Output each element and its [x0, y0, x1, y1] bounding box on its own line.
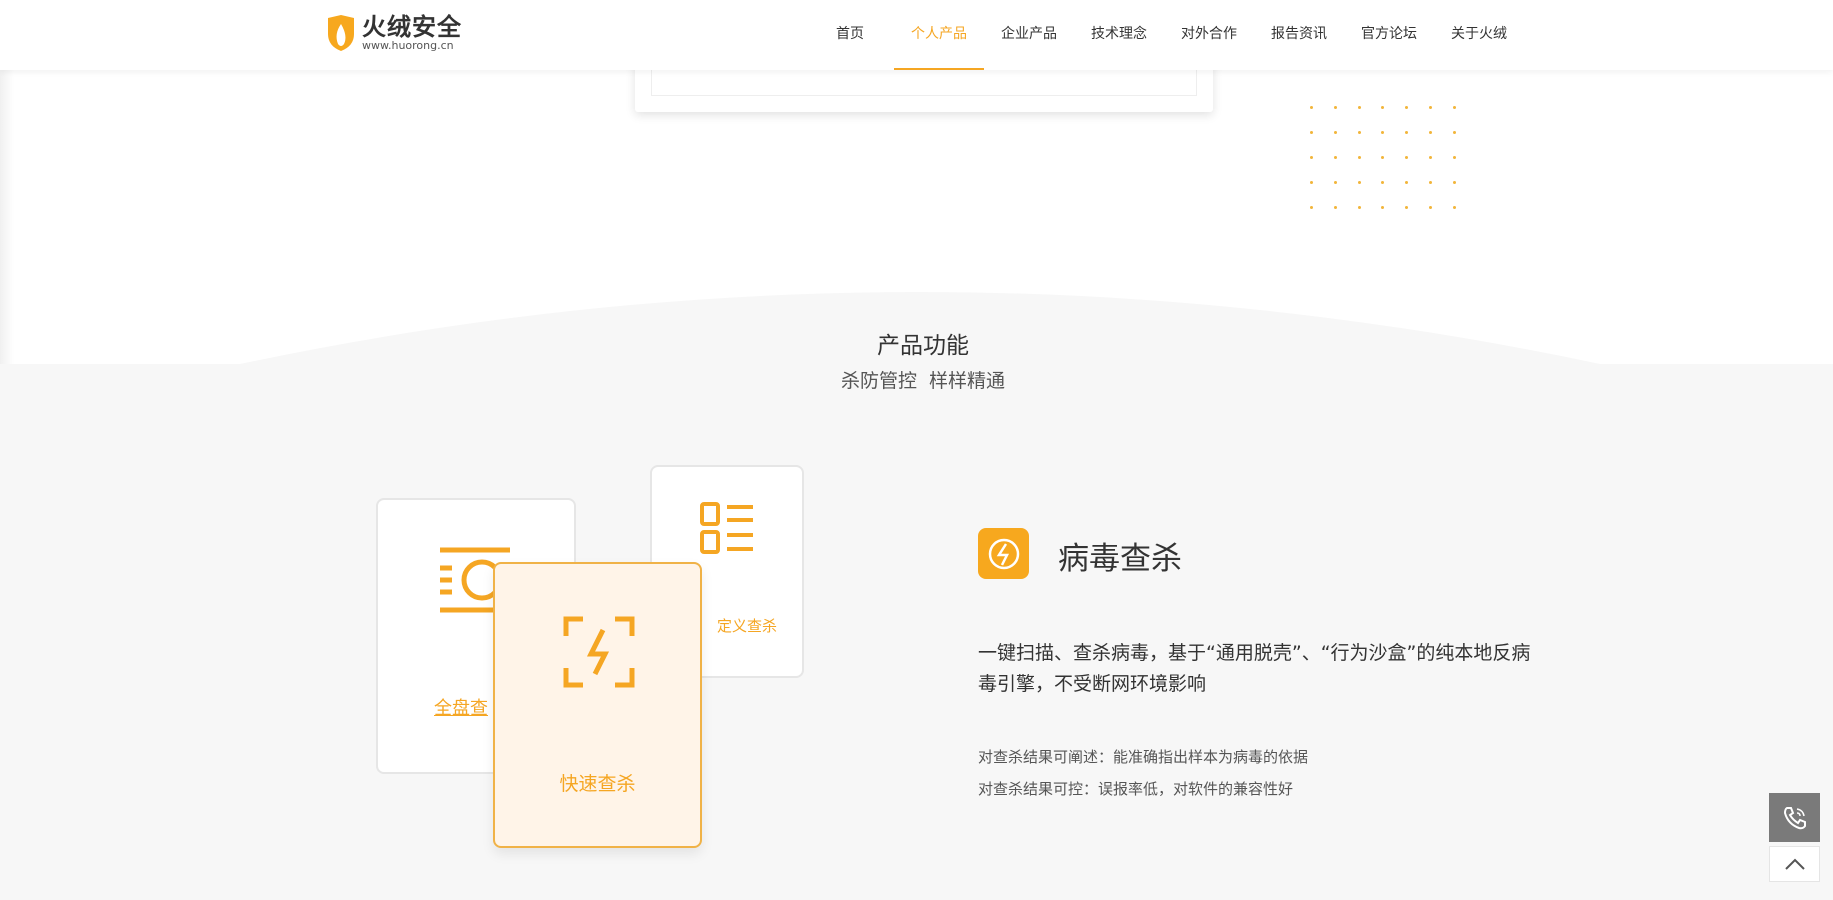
card-quick-scan[interactable]: 快速查杀 — [493, 562, 702, 848]
nav-home[interactable]: 首页 — [836, 26, 864, 42]
dot — [1452, 106, 1456, 109]
nav-personal-products[interactable]: 个人产品 — [894, 0, 984, 70]
dot — [1405, 106, 1409, 109]
logo-name: 火绒安全 — [362, 13, 462, 41]
dot — [1357, 206, 1361, 209]
dot — [1310, 106, 1313, 109]
dot — [1381, 181, 1385, 184]
feature-point-2: 对查杀结果可控：误报率低，对软件的兼容性好 — [978, 780, 1294, 798]
dot — [1452, 131, 1456, 134]
contact-phone-button[interactable] — [1769, 793, 1820, 842]
dot — [1405, 131, 1409, 134]
lightning-scan-icon — [563, 616, 635, 688]
dot — [1333, 206, 1337, 209]
feature-point-1: 对查杀结果可阐述：能准确指出样本为病毒的依据 — [978, 748, 1309, 766]
dot — [1452, 156, 1456, 159]
site-header: 火绒安全 www.huorong.cn 首页 个人产品 企业产品 技术理念 对外… — [0, 0, 1833, 70]
nav-reports[interactable]: 报告资讯 — [1271, 26, 1327, 42]
feature-title: 病毒查杀 — [1058, 541, 1182, 577]
card-quick-scan-label: 快速查杀 — [559, 773, 636, 795]
dot — [1310, 131, 1313, 134]
nav-about[interactable]: 关于火绒 — [1451, 26, 1507, 42]
phone-icon — [1783, 806, 1806, 829]
section-title: 产品功能 — [877, 333, 969, 359]
dot — [1333, 181, 1337, 184]
dot — [1381, 156, 1385, 159]
dot — [1381, 206, 1385, 209]
logo-url: www.huorong.cn — [362, 39, 454, 52]
dot — [1381, 131, 1385, 134]
nav-forum[interactable]: 官方论坛 — [1361, 26, 1417, 42]
back-to-top-button[interactable] — [1769, 846, 1820, 882]
dot — [1429, 206, 1432, 209]
dot — [1310, 181, 1313, 184]
dot — [1357, 181, 1361, 184]
dot — [1357, 131, 1361, 134]
dot — [1429, 106, 1432, 109]
card-custom-scan-label: 定义查杀 — [716, 617, 777, 635]
nav-enterprise-products[interactable]: 企业产品 — [1001, 26, 1057, 42]
dot — [1405, 206, 1409, 209]
flame-shield-icon — [328, 15, 354, 51]
dot — [1381, 106, 1385, 109]
dot — [1452, 206, 1456, 209]
dot — [1452, 181, 1456, 184]
dot — [1333, 131, 1337, 134]
logo[interactable]: 火绒安全 www.huorong.cn — [326, 14, 462, 52]
dot — [1310, 156, 1313, 159]
section-subtitle: 杀防管控 样样精通 — [840, 370, 1006, 392]
dot — [1405, 181, 1409, 184]
lightning-circle-icon — [978, 528, 1029, 579]
nav-technology[interactable]: 技术理念 — [1091, 26, 1147, 42]
dot — [1333, 106, 1337, 109]
dot — [1405, 156, 1409, 159]
list-icon — [700, 502, 753, 554]
dot — [1429, 156, 1432, 159]
dot — [1310, 206, 1313, 209]
dot — [1333, 156, 1337, 159]
dot — [1357, 156, 1361, 159]
feature-description: 一键扫描、查杀病毒，基于“通用脱壳”、“行为沙盒”的纯本地反病毒引擎，不受断网环… — [978, 642, 1531, 695]
nav-partnership[interactable]: 对外合作 — [1181, 26, 1237, 42]
chevron-up-icon — [1784, 858, 1805, 870]
dot — [1357, 106, 1361, 109]
dot — [1429, 181, 1432, 184]
dot — [1429, 131, 1432, 134]
card-full-scan-label: 全盘查 — [434, 698, 488, 719]
